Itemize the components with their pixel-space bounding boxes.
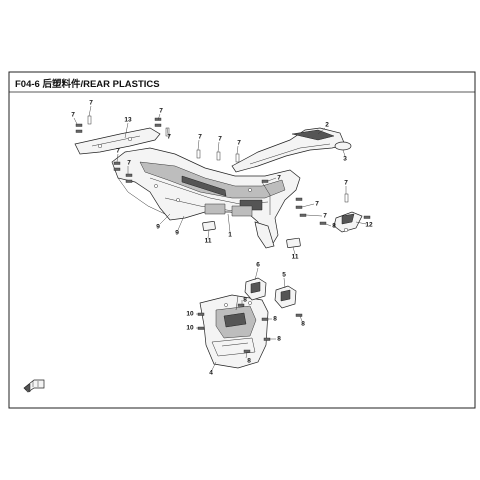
part-1-rear-fender [111, 147, 301, 249]
callout-8: 8 [277, 336, 281, 343]
callout-7: 7 [127, 160, 131, 167]
callout-7: 7 [198, 134, 202, 141]
part-11-pad-left [202, 220, 216, 232]
callout-7: 7 [89, 100, 93, 107]
part-4-mud-flap [199, 294, 269, 369]
fasteners [75, 115, 371, 353]
direction-arrow-icon [23, 379, 45, 393]
callout-12: 12 [365, 222, 373, 229]
part-6-bracket [244, 277, 267, 301]
callout-11: 11 [292, 254, 299, 261]
callout-7: 7 [277, 175, 281, 182]
callouts: 7 13 7 7 7 7 7 7 7 7 7 7 7 7 8 2 3 12 9 … [71, 100, 373, 377]
callout-9: 9 [156, 224, 160, 231]
callout-9: 9 [175, 230, 179, 237]
callout-7: 7 [218, 136, 222, 143]
part-2-side-rail [231, 127, 346, 173]
callout-7: 7 [315, 201, 319, 208]
callout-7: 7 [159, 108, 163, 115]
callout-8: 8 [301, 321, 305, 328]
callout-11: 11 [205, 238, 212, 245]
callout-4: 4 [209, 370, 213, 377]
part-5-bracket [274, 285, 297, 309]
callout-10: 10 [186, 325, 194, 332]
callout-7: 7 [237, 140, 241, 147]
callout-1: 1 [228, 232, 232, 239]
callout-7: 7 [344, 180, 348, 187]
callout-8: 8 [247, 358, 251, 365]
part-3-oval-cap [334, 141, 352, 151]
callout-7: 7 [323, 213, 327, 220]
callout-8: 8 [332, 223, 336, 230]
diagram-title: F04-6 后塑料件/REAR PLASTICS [15, 78, 160, 90]
callout-13: 13 [124, 117, 132, 124]
callout-8: 8 [273, 316, 277, 323]
callout-8: 8 [243, 297, 247, 304]
callout-7: 7 [167, 134, 171, 141]
callout-6: 6 [256, 262, 260, 269]
callout-7: 7 [116, 148, 120, 155]
callout-5: 5 [282, 272, 286, 279]
part-11-pad-right [286, 237, 301, 249]
callout-10: 10 [186, 311, 194, 318]
leader-lines [73, 105, 367, 371]
part-13-left-bracket [74, 127, 161, 155]
diagram-frame [8, 71, 476, 409]
callout-2: 2 [325, 122, 329, 129]
callout-7: 7 [71, 112, 75, 119]
callout-3: 3 [343, 156, 347, 163]
part-12-mount-bracket [333, 211, 363, 233]
